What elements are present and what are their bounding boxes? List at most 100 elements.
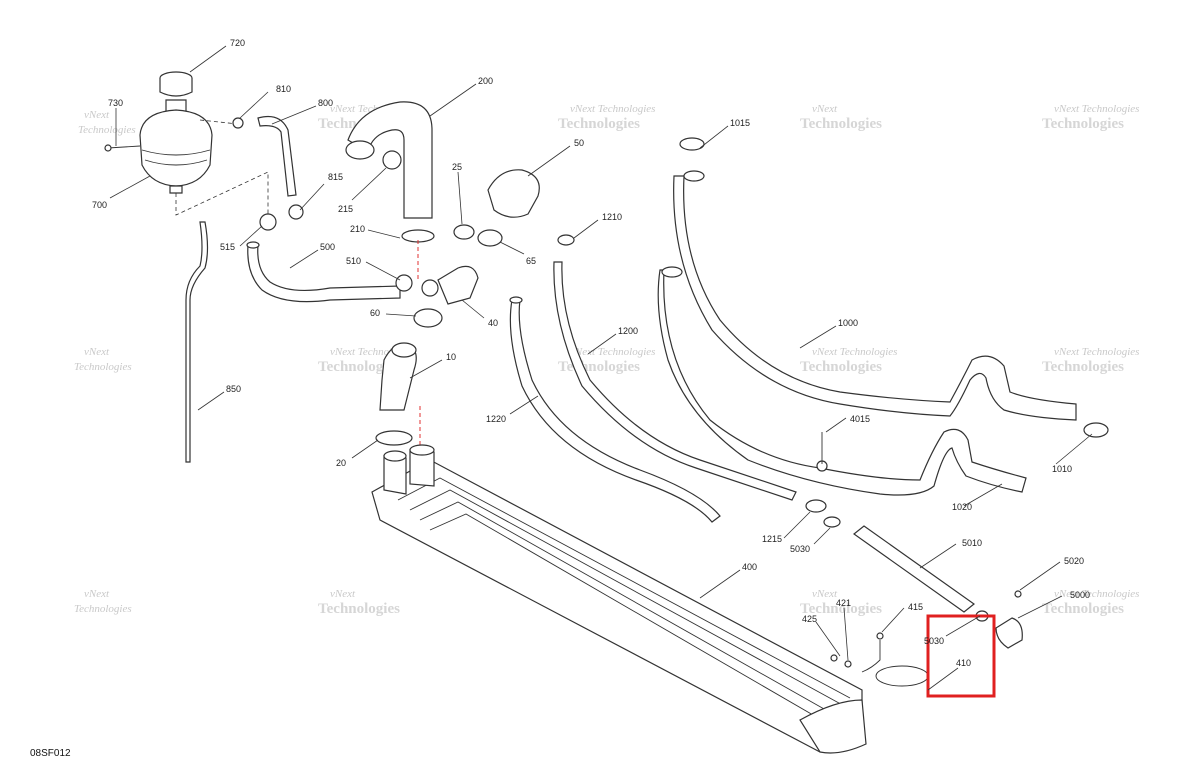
callout-800: 800: [318, 98, 333, 108]
clamp-515: [259, 213, 277, 231]
callout-1210: 1210: [602, 212, 622, 222]
callout-510: 510: [346, 256, 361, 266]
callout-810: 810: [276, 84, 291, 94]
tube-1000: [673, 175, 1077, 421]
callout-25: 25: [452, 162, 462, 172]
clamp-20: [375, 430, 413, 446]
svg-text:Technologies: Technologies: [1042, 601, 1124, 617]
svg-text:vNext Technologies: vNext Technologies: [1054, 588, 1139, 600]
callout-5010: 5010: [962, 538, 982, 548]
hose-800: [257, 115, 297, 197]
callout-421: 421: [836, 598, 851, 608]
callout-415: 415: [908, 602, 923, 612]
tube-1020: [657, 269, 1027, 496]
callout-515: 515: [220, 242, 235, 252]
callout-20: 20: [336, 458, 346, 468]
callout-labels: 720 730 700 810 800 815 515 500 510 850 …: [92, 38, 1090, 668]
screw-5020: [1014, 590, 1022, 598]
expansion-tank-assembly: [104, 71, 269, 463]
svg-text:vNext Technologies: vNext Technologies: [1054, 103, 1139, 115]
clamp-810: [232, 117, 244, 129]
callout-815: 815: [328, 172, 343, 182]
watermark: vNext Technologies: [78, 109, 136, 136]
clamp-60: [413, 308, 443, 328]
watermark: vNext Technologies Technologies: [800, 346, 897, 375]
clamp-65: [477, 229, 503, 247]
clamp-215: [382, 150, 402, 170]
callout-410: 410: [956, 658, 971, 668]
screw-730: [104, 144, 112, 152]
svg-text:Technologies: Technologies: [558, 359, 640, 375]
tank-outlet: [169, 185, 183, 194]
o-ring-410: [875, 665, 929, 687]
clamp-1010: [1083, 422, 1109, 438]
hose-10: [375, 342, 421, 446]
watermark: vNext Technologies Technologies: [1042, 588, 1139, 617]
leader-lines: [109, 45, 1093, 691]
callout-60: 60: [370, 308, 380, 318]
callout-1015: 1015: [730, 118, 750, 128]
svg-text:Technologies: Technologies: [1042, 116, 1124, 132]
svg-text:Technologies: Technologies: [800, 601, 882, 617]
svg-text:Technologies: Technologies: [78, 124, 136, 136]
clamp-510: [395, 274, 413, 292]
radiator-end-cap: [799, 699, 867, 754]
fittings-group: [413, 169, 540, 328]
callout-1000: 1000: [838, 318, 858, 328]
hose-500-body: [247, 244, 401, 303]
tubes-1200-1220: [509, 234, 827, 523]
callout-850: 850: [226, 384, 241, 394]
callout-500: 500: [320, 242, 335, 252]
hose-500: [246, 241, 413, 303]
clamp-25: [453, 224, 475, 240]
fitting-5000: [995, 617, 1023, 649]
tube-1200: [553, 261, 797, 501]
watermark: vNext Technologies: [800, 588, 882, 617]
svg-text:vNext: vNext: [84, 109, 110, 121]
watermark: vNext Technologies Technologies: [558, 103, 655, 132]
radiator-400: [371, 444, 867, 754]
callout-65: 65: [526, 256, 536, 266]
breather-hose-850: [185, 221, 209, 463]
expansion-tank: [139, 109, 213, 187]
watermark: vNext Technologies: [74, 588, 132, 615]
svg-text:vNext Technologies: vNext Technologies: [1054, 346, 1139, 358]
svg-text:Technologies: Technologies: [1042, 359, 1124, 375]
svg-text:vNext Technologies: vNext Technologies: [812, 346, 897, 358]
watermark: vNext Technologies: [74, 346, 132, 373]
vent-hose-assembly: [232, 115, 304, 231]
callout-200: 200: [478, 76, 493, 86]
callout-10: 10: [446, 352, 456, 362]
tank-cap-body: [159, 78, 193, 97]
callout-5030-lower: 5030: [924, 636, 944, 646]
watermark: vNext Technologies: [800, 103, 882, 132]
callout-1020: 1020: [952, 502, 972, 512]
highlight-box: [926, 614, 996, 698]
hose-200-end: [345, 140, 375, 160]
callout-730: 730: [108, 98, 123, 108]
svg-text:Technologies: Technologies: [800, 116, 882, 132]
svg-text:vNext Technologies: vNext Technologies: [570, 346, 655, 358]
radiator-body: [371, 459, 863, 753]
callout-400: 400: [742, 562, 757, 572]
watermark: vNext Technologies Technologies: [1042, 103, 1139, 132]
callout-50: 50: [574, 138, 584, 148]
callout-425: 425: [802, 614, 817, 624]
callout-1200: 1200: [618, 326, 638, 336]
tube-1220: [509, 299, 721, 523]
callout-700: 700: [92, 200, 107, 210]
svg-text:Technologies: Technologies: [74, 603, 132, 615]
clamp-1015: [679, 137, 705, 151]
tube-5010: [853, 525, 975, 613]
callout-1215: 1215: [762, 534, 782, 544]
hose-200: [345, 101, 435, 280]
svg-text:vNext: vNext: [812, 103, 838, 115]
tee-fitting-40: [437, 265, 479, 305]
washer-415: [876, 632, 884, 640]
clamp-815: [288, 204, 304, 220]
watermark: vNext Technologies Technologies: [1042, 346, 1139, 375]
svg-text:Technologies: Technologies: [558, 116, 640, 132]
callout-1220: 1220: [486, 414, 506, 424]
clamp-1210: [557, 234, 575, 246]
